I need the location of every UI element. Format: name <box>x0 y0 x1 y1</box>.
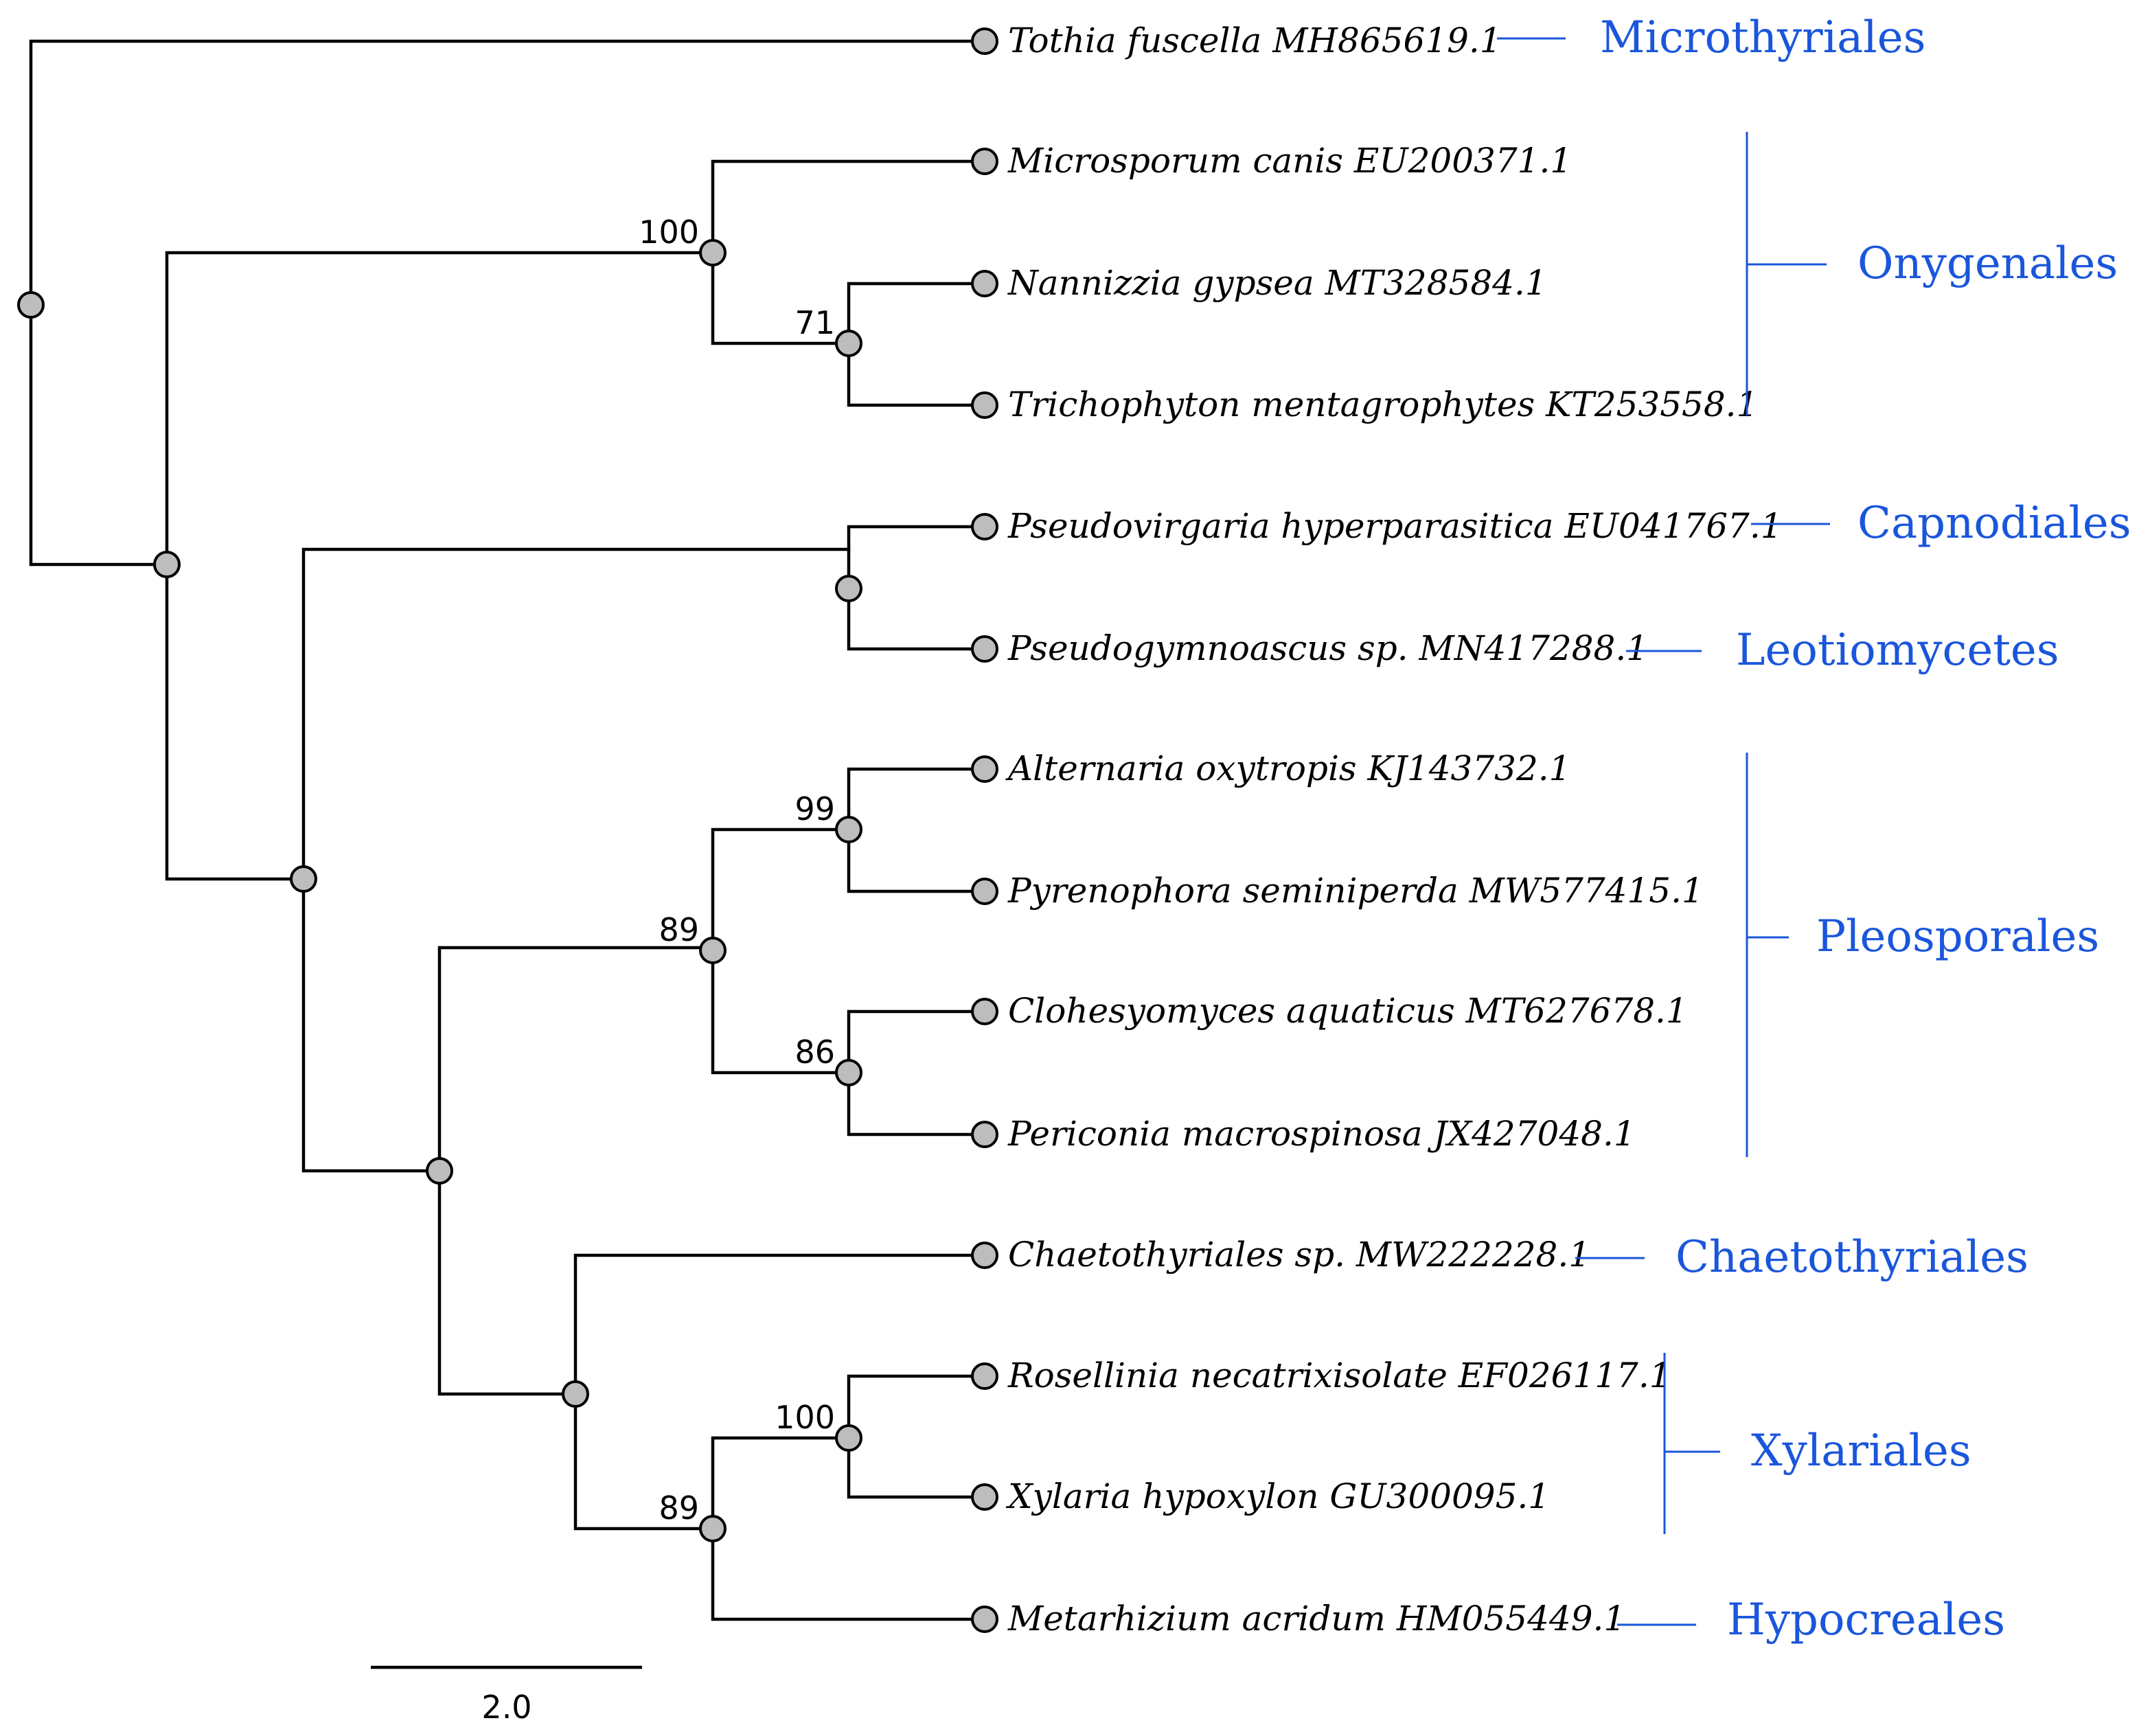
internal-node <box>699 239 727 266</box>
tip-node <box>971 998 998 1025</box>
internal-node <box>17 291 45 319</box>
internal-node <box>835 330 862 357</box>
taxon-label: Tothia fuscella MH865619.1 <box>1008 21 1502 60</box>
taxon-label: Nannizzia gypsea MT328584.1 <box>1007 263 1547 303</box>
branch-to-clohesyomyces <box>847 1009 987 1075</box>
taxon-label: Alternaria oxytropis KJ143732.1 <box>1005 749 1570 788</box>
taxon-label: Rosellinia necatrixisolate EF026117.1 <box>1007 1356 1671 1395</box>
branch-to-metarhizium <box>711 1527 987 1621</box>
support-value: 71 <box>794 304 835 341</box>
taxon-label: Clohesyomyces aquaticus MT627678.1 <box>1008 991 1688 1031</box>
support-value: 86 <box>794 1033 835 1071</box>
branch-to-pseudogymnoascus <box>847 586 987 651</box>
branch-onygenales-to-microsporum <box>711 159 987 255</box>
support-value: 89 <box>659 911 699 948</box>
internal-node <box>699 937 727 964</box>
branch-pleo-to-alternaria-clade <box>711 827 851 952</box>
branch-to-pyrenophora <box>847 827 987 893</box>
tip-node <box>971 1121 998 1148</box>
tip-node <box>971 391 998 419</box>
scale-bar-label: 2.0 <box>481 1689 531 1726</box>
clade-label-onygenales: Onygenales <box>1857 238 2118 289</box>
clade-label-hypocreales: Hypocreales <box>1727 1595 2005 1645</box>
support-value: 89 <box>659 1489 699 1527</box>
tip-node <box>971 1606 998 1633</box>
tip-node <box>971 755 998 783</box>
internal-node <box>153 551 181 578</box>
branch-to-rosellinia <box>847 1374 987 1440</box>
tip-node <box>971 513 998 540</box>
clade-label-pleosporales: Pleosporales <box>1816 911 2099 962</box>
tip-node <box>971 148 998 175</box>
tip-node <box>971 635 998 663</box>
tip-node <box>971 1362 998 1390</box>
tip-node <box>971 878 998 905</box>
branch-ingroup-to-onygenales <box>165 251 715 567</box>
branch-to-pseudovirgaria <box>847 525 987 591</box>
support-value: 100 <box>639 214 699 251</box>
taxon-labels: Tothia fuscella MH865619.1 Microsporum c… <box>1005 21 1783 1638</box>
taxon-label: Microsporum canis EU200371.1 <box>1007 141 1572 181</box>
tip-node <box>971 1242 998 1269</box>
taxon-label: Pyrenophora seminiperda MW577415.1 <box>1007 871 1704 911</box>
branch-pleo-to-clohesyomyces-clade <box>711 948 851 1075</box>
taxon-label: Xylaria hypoxylon GU300095.1 <box>1005 1476 1550 1516</box>
branch-rest-to-lower <box>301 877 442 1173</box>
branch-sordario-to-xylariales-hypocreales <box>573 1392 715 1531</box>
branch-to-alternaria <box>847 767 987 832</box>
internal-node <box>835 1424 862 1452</box>
branch-onygenales-to-subclade <box>711 251 851 345</box>
clade-label-capnodiales: Capnodiales <box>1857 498 2131 549</box>
branch-root-to-tothia <box>29 39 987 307</box>
clade-label-leotiomycetes: Leotiomycetes <box>1736 625 2059 676</box>
branch-lower-to-sordario <box>437 1169 577 1396</box>
taxon-label: Trichophyton mentagrophytes KT253558.1 <box>1008 385 1758 424</box>
internal-nodes <box>17 239 862 1542</box>
internal-node <box>835 816 862 843</box>
taxon-label: Chaetothyriales sp. MW222228.1 <box>1008 1235 1590 1275</box>
tip-node <box>971 270 998 297</box>
support-values: 100 71 99 89 86 89 100 <box>639 214 835 1527</box>
branch-to-trichophyton <box>847 341 987 407</box>
branch-to-periconia <box>847 1071 987 1137</box>
tip-node <box>971 27 998 55</box>
branch-ingroup-to-rest <box>165 562 306 881</box>
taxon-label: Pseudovirgaria hyperparasitica EU041767.… <box>1007 506 1783 546</box>
internal-node <box>426 1157 453 1185</box>
support-value: 99 <box>794 790 835 827</box>
branch-to-nannizzia <box>847 282 987 345</box>
branch-root-to-ingroup <box>29 303 169 567</box>
support-value: 100 <box>775 1399 835 1436</box>
branch-to-xylariales-clade <box>711 1436 851 1531</box>
branch-to-chaetothyriales <box>573 1253 987 1396</box>
clade-annotations: Microthyriales Onygenales Capnodiales Le… <box>1497 12 2131 1645</box>
internal-node <box>562 1380 589 1408</box>
branch-lower-to-pleosporales <box>437 946 715 1173</box>
tree-branches <box>29 39 987 1621</box>
internal-node <box>290 865 317 893</box>
taxon-label: Pseudogymnoascus sp. MN417288.1 <box>1007 628 1648 668</box>
scale-bar: 2.0 <box>371 1665 642 1726</box>
clade-label-microthyriales: Microthyriales <box>1600 12 1925 63</box>
tip-nodes <box>971 27 998 1633</box>
taxon-label: Metarhizium acridum HM055449.1 <box>1007 1599 1625 1638</box>
internal-node <box>835 575 862 602</box>
clade-label-xylariales: Xylariales <box>1751 1426 1971 1476</box>
branch-rest-to-capnodiales <box>301 547 851 881</box>
internal-node <box>835 1059 862 1086</box>
tip-node <box>971 1483 998 1511</box>
clade-label-chaetothyriales: Chaetothyriales <box>1676 1232 2028 1283</box>
internal-node <box>699 1515 727 1542</box>
taxon-label: Periconia macrospinosa JX427048.1 <box>1007 1114 1636 1154</box>
branch-to-xylaria <box>847 1436 987 1499</box>
